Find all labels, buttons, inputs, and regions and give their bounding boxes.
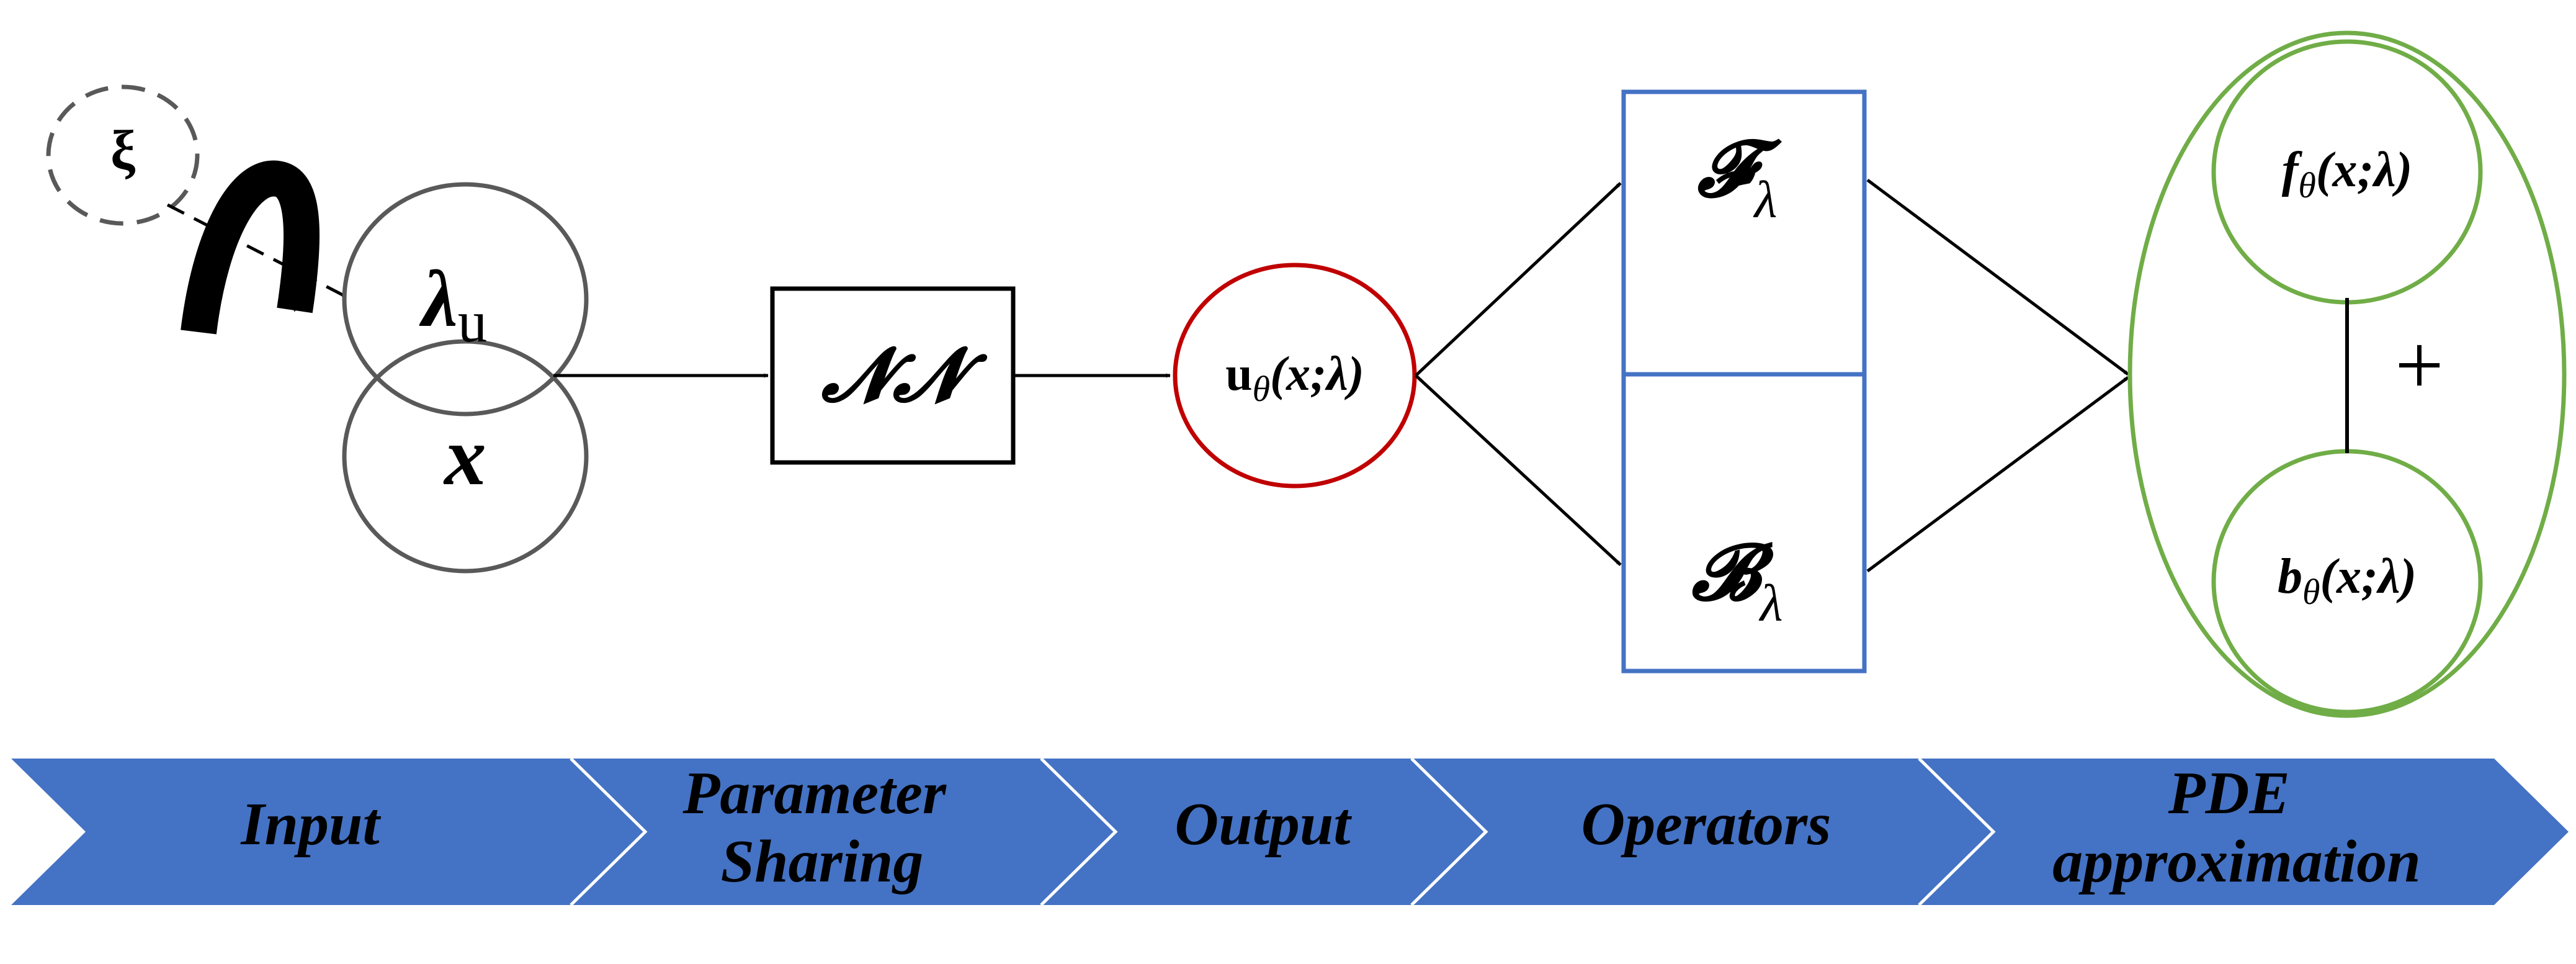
stage-chevron-input (11, 759, 645, 905)
xi-node (46, 84, 200, 226)
stage-label-input: Input (240, 791, 381, 858)
nn-label: 𝓝𝓝 (821, 334, 988, 417)
stage-chevron-operators (1411, 759, 1993, 905)
pde-outer-ellipse (2127, 30, 2567, 718)
b-theta-label: bθ(x;λ) (2278, 549, 2417, 612)
u-theta-label: uθ(x;λ) (1225, 346, 1364, 409)
stage-chevron-output (1041, 759, 1486, 905)
plus-sign: + (2395, 317, 2444, 413)
stage-label-parameter-sharing: Parameter Sharing (682, 760, 961, 895)
b-op-to-pde-arrow (1866, 376, 2129, 573)
output-to-b-op-arrow (1415, 374, 1622, 566)
nn-box (770, 286, 1016, 465)
stage-label-operators: Operators (1581, 791, 1831, 858)
sampling-curve-arrow (181, 160, 320, 335)
stage-label-output: Output (1174, 791, 1352, 858)
x-node (342, 339, 589, 574)
b-operator-box (1621, 372, 1867, 673)
stage-label-pde-approximation: PDE approximation (2052, 760, 2421, 895)
lambda-u-label: λu (419, 255, 487, 354)
xi-label: ξ (110, 120, 136, 181)
u-theta-node (1173, 263, 1417, 489)
stage-band: Input Parameter Sharing Output Operators… (11, 757, 2569, 906)
operators-block: 𝓕λ 𝓑λ (1621, 89, 1867, 673)
lambda-u-node (342, 182, 589, 417)
input-group: ξ λu x (46, 84, 589, 574)
f-theta-label: fθ(x;λ) (2282, 143, 2413, 205)
x-label: x (443, 410, 486, 503)
output-to-f-op-arrow (1415, 182, 1622, 377)
stage-chevron-pde-approximation (1919, 759, 2569, 905)
pde-group: fθ(x;λ) bθ(x;λ) + (2127, 30, 2567, 718)
f-operator-box (1621, 89, 1867, 377)
f-op-to-pde-arrow (1866, 178, 2129, 376)
stage-chevron-parameter-sharing (571, 759, 1116, 905)
